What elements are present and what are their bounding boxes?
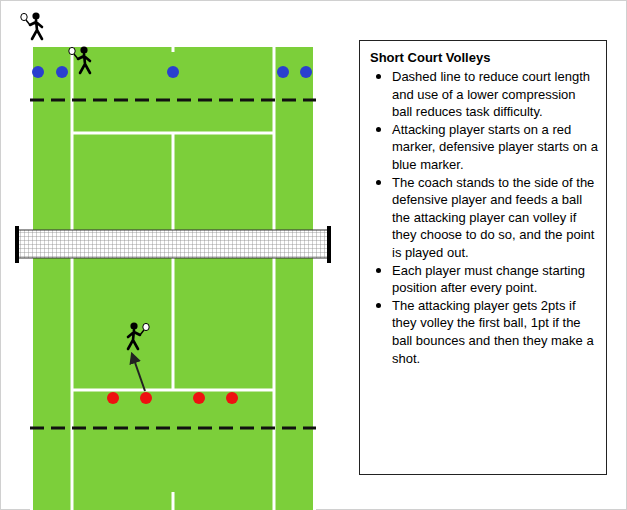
net-post [327,226,331,263]
bullet-dot [376,268,381,273]
bullet-text: Attacking player starts on a red marker,… [392,122,598,172]
blue-marker [32,66,312,78]
bullet-point: Each player must change starting positio… [370,262,598,297]
movement-arrow [132,354,145,391]
bullet-point: Dashed line to reduce court length and u… [370,68,598,121]
attacking-player [128,322,149,349]
bullet-dot [376,74,381,79]
red-marker [107,392,238,404]
coach-figure [21,12,42,39]
bullet-dot [376,303,381,308]
bullet-text: The coach stands to the side of the defe… [392,175,594,260]
bullet-point: The coach stands to the side of the defe… [370,174,598,262]
bullet-text: Each player must change starting positio… [392,263,585,296]
bullet-text: Dashed line to reduce court length and u… [392,69,590,119]
net-post [15,226,19,263]
box-heading: Short Court Volleys [370,49,598,66]
instruction-box: Short Court VolleysDashed line to reduce… [359,40,607,475]
bullet-dot [376,127,381,132]
bullet-dot [376,180,381,185]
bullet-text: The attacking player gets 2pts if they v… [392,298,594,366]
dashed-line [30,100,316,428]
bullet-point: The attacking player gets 2pts if they v… [370,297,598,367]
bullet-point: Attacking player starts on a red marker,… [370,121,598,174]
court-lines [32,45,315,510]
net [17,230,329,258]
defensive-player [69,46,90,73]
court-surface [30,44,316,510]
